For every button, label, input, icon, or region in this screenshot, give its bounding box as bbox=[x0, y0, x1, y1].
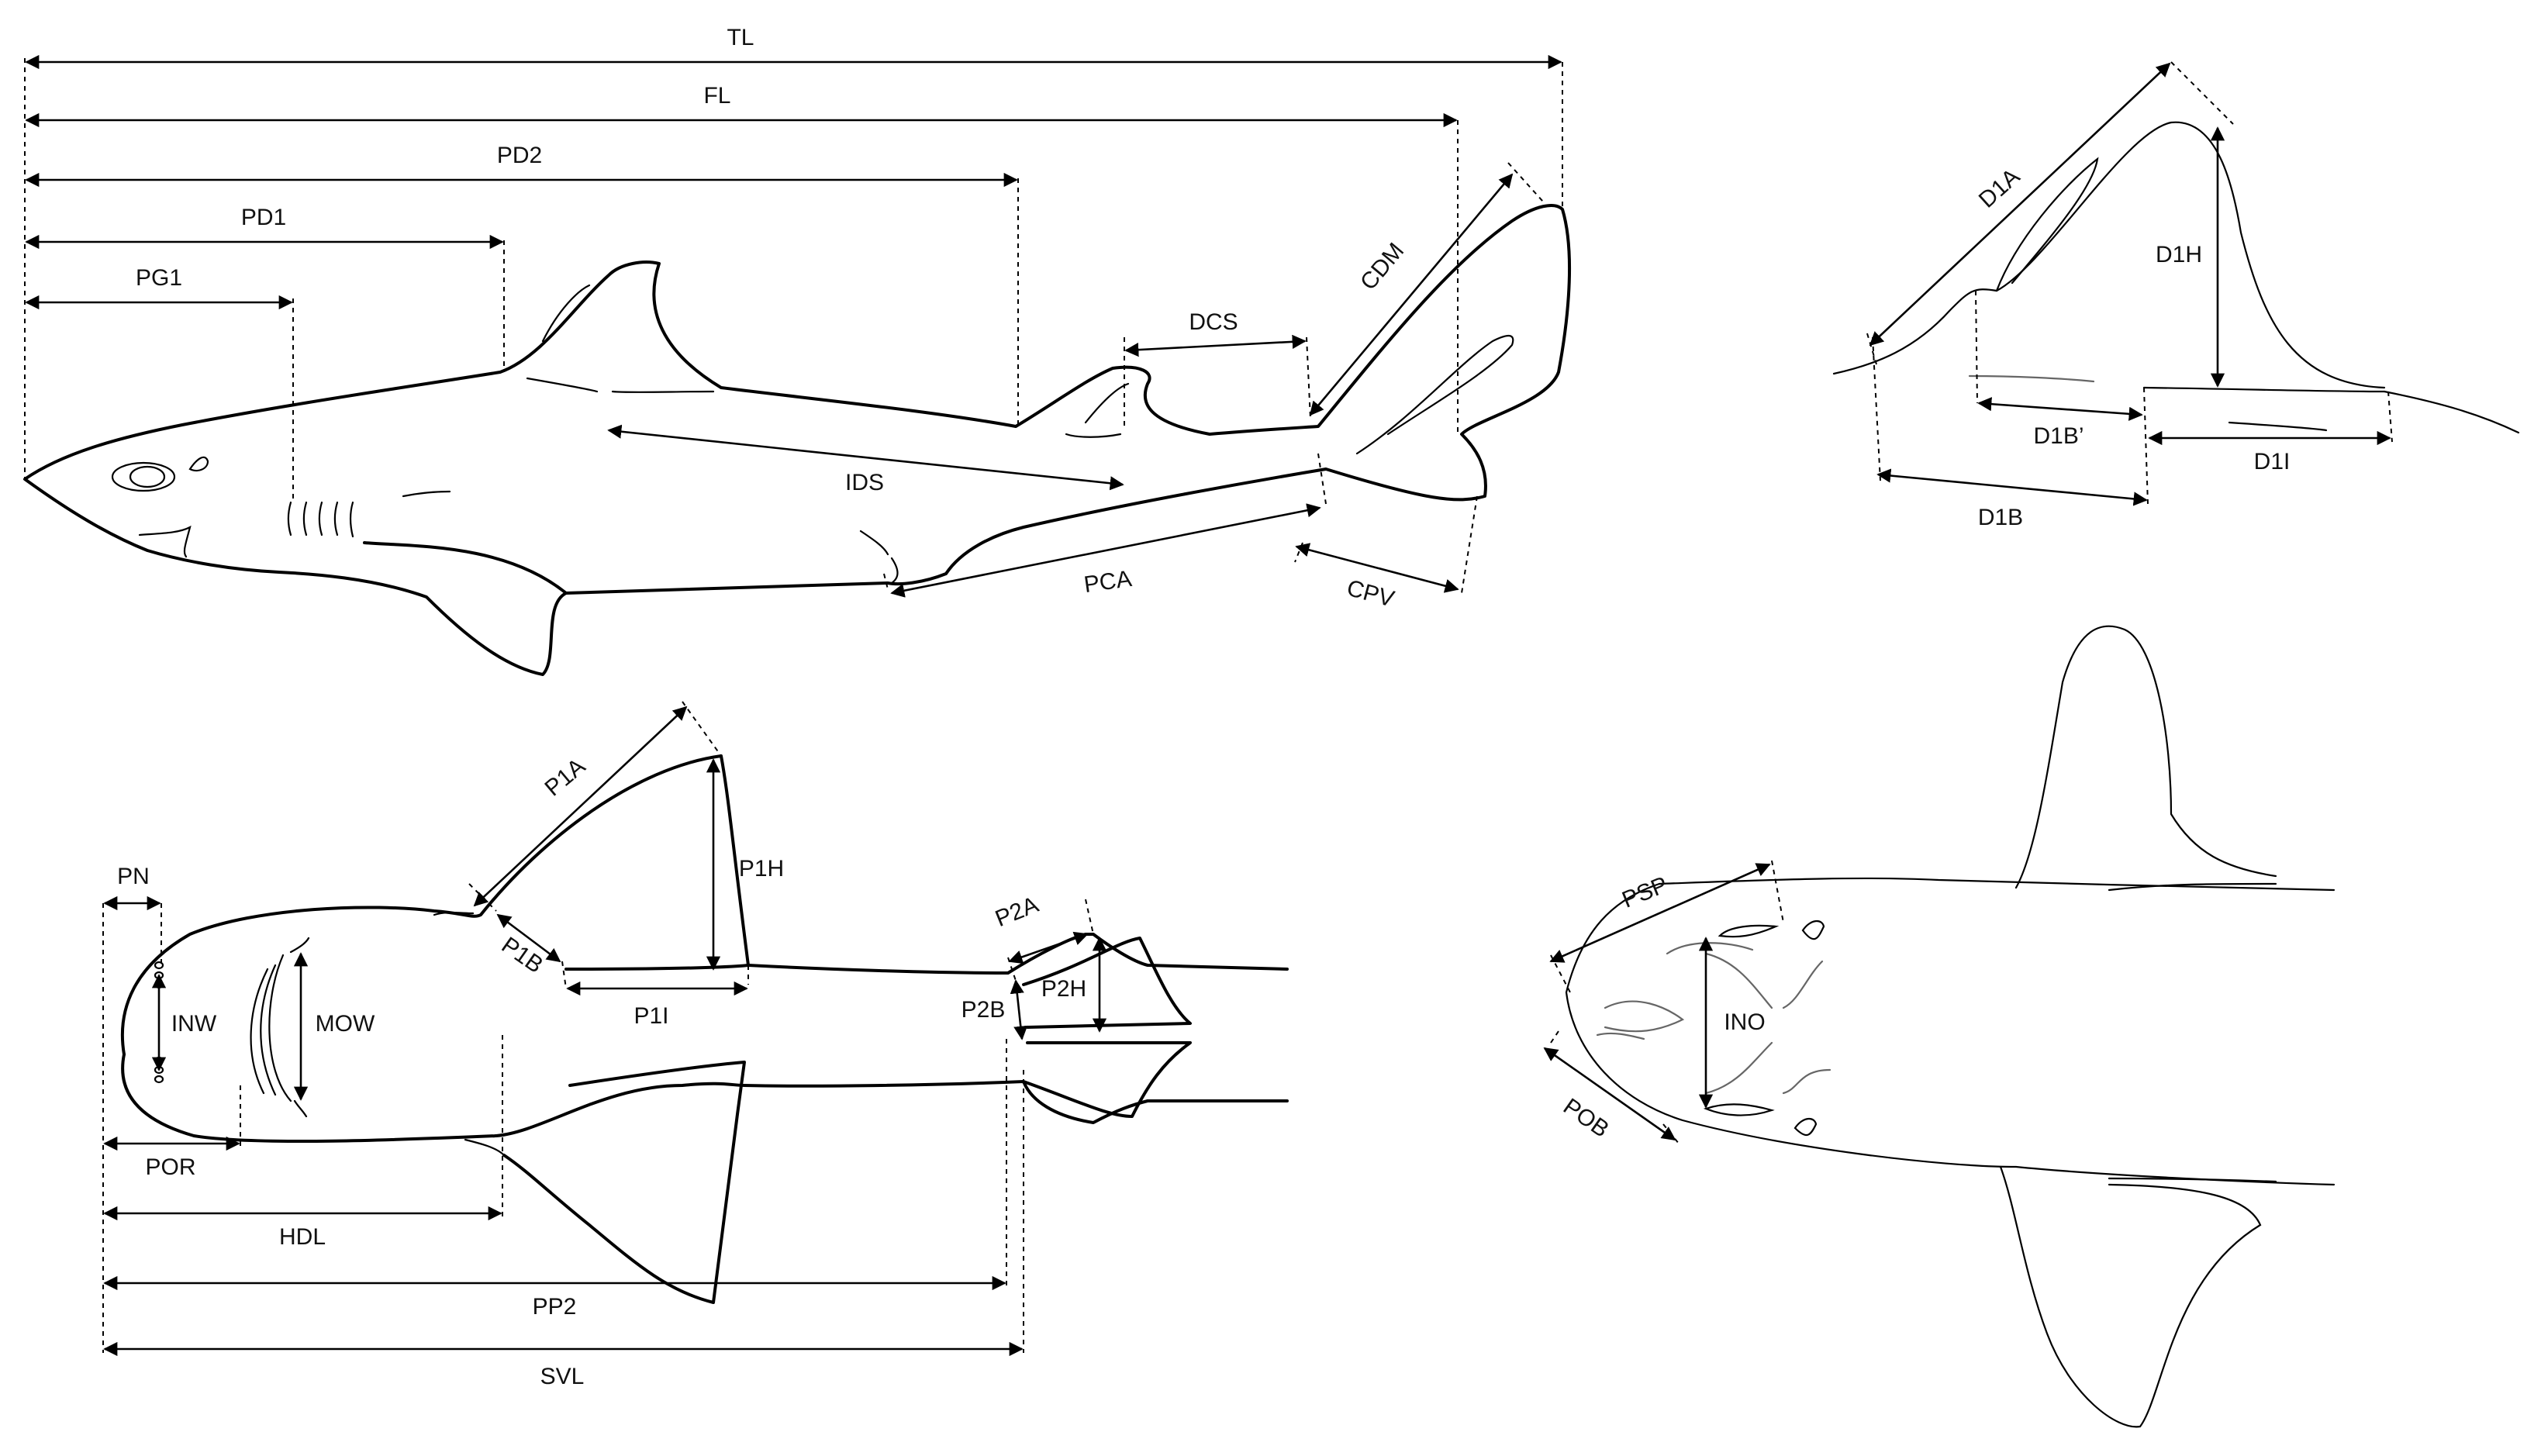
head-dorsal-view-panel: PSP INO POB bbox=[1543, 625, 2335, 1428]
gill-slits bbox=[287, 501, 354, 538]
POR-label: POR bbox=[145, 1154, 195, 1180]
P1B-label: P1B bbox=[497, 932, 547, 978]
P1A-arrow bbox=[473, 706, 688, 907]
lateral-mouth bbox=[138, 525, 192, 558]
D1B-arrow bbox=[1876, 468, 2148, 506]
head-spiracle-upper bbox=[1801, 920, 1825, 940]
lateral-shark-outline bbox=[23, 204, 1572, 676]
spiracle bbox=[188, 456, 209, 472]
D1Bp-arrow bbox=[1977, 397, 2143, 421]
PCA-label: PCA bbox=[1082, 566, 1134, 598]
P1B-arrow bbox=[496, 913, 561, 963]
ventral-body-upper bbox=[120, 754, 1289, 1056]
P1A-label: P1A bbox=[540, 754, 591, 802]
lateral-eye bbox=[111, 461, 176, 492]
CDM-label: CDM bbox=[1355, 238, 1409, 295]
PCA-arrow bbox=[890, 503, 1321, 598]
PG1-label: PG1 bbox=[136, 265, 182, 291]
head-body-outline bbox=[1565, 882, 2335, 1186]
D1Bp-label: D1B’ bbox=[2033, 423, 2083, 449]
ventral-mouth bbox=[250, 968, 269, 1095]
P2B-arrow bbox=[1010, 979, 1028, 1040]
P2B-label: P2B bbox=[961, 997, 1006, 1023]
lateral-reference-lines bbox=[24, 58, 1563, 594]
PD2-label: PD2 bbox=[497, 143, 542, 168]
dorsal-fin-outline bbox=[1832, 121, 2386, 389]
IDS-label: IDS bbox=[845, 470, 884, 495]
CPV-arrow bbox=[1295, 543, 1459, 593]
PN-label: PN bbox=[117, 864, 150, 889]
D1H-label: D1H bbox=[2156, 242, 2202, 267]
lateral-pectoral-fin bbox=[363, 541, 568, 595]
P1I-label: P1I bbox=[634, 1003, 668, 1029]
SVL-label: SVL bbox=[540, 1364, 585, 1389]
CDM-arrow bbox=[1309, 173, 1514, 416]
lateral-measurements: TL FL PD2 PD1 PG1 DCS CDM IDS PCA CPV bbox=[25, 25, 1562, 612]
PP2-label: PP2 bbox=[533, 1294, 577, 1320]
FL-label: FL bbox=[703, 83, 730, 109]
PSP-arrow bbox=[1549, 863, 1771, 963]
lateral-view-panel bbox=[23, 204, 1572, 676]
INW-label: INW bbox=[171, 1011, 217, 1037]
D1B-label: D1B bbox=[1978, 505, 2023, 530]
P2A-label: P2A bbox=[992, 892, 1042, 932]
CPV-label: CPV bbox=[1344, 575, 1396, 612]
D1I-label: D1I bbox=[2254, 449, 2291, 474]
DCS-arrow bbox=[1124, 334, 1307, 357]
P2H-label: P2H bbox=[1041, 976, 1086, 1002]
D1A-arrow bbox=[1869, 62, 2171, 347]
MOW-label: MOW bbox=[316, 1011, 375, 1037]
DCS-label: DCS bbox=[1189, 309, 1238, 335]
ventral-view-panel: PN INW MOW POR HDL PP2 SVL P1A P1H P1B P… bbox=[102, 701, 1289, 1389]
head-spiracle-lower bbox=[1793, 1118, 1818, 1137]
POB-arrow bbox=[1543, 1047, 1676, 1141]
INO-label: INO bbox=[1724, 1009, 1765, 1035]
head-eye-upper bbox=[1718, 924, 1780, 938]
dorsal-fin-detail-panel: D1A D1H D1B’ D1I D1B bbox=[1832, 61, 2520, 530]
PD1-label: PD1 bbox=[241, 205, 286, 230]
TL-label: TL bbox=[727, 25, 754, 50]
HDL-label: HDL bbox=[279, 1224, 326, 1250]
head-eye-lower bbox=[1703, 1103, 1775, 1116]
P1H-label: P1H bbox=[739, 856, 784, 882]
PSP-label: PSP bbox=[1618, 872, 1671, 913]
IDS-arrow bbox=[607, 424, 1124, 491]
P2A-arrow bbox=[1008, 931, 1089, 964]
POB-label: POB bbox=[1559, 1094, 1614, 1143]
